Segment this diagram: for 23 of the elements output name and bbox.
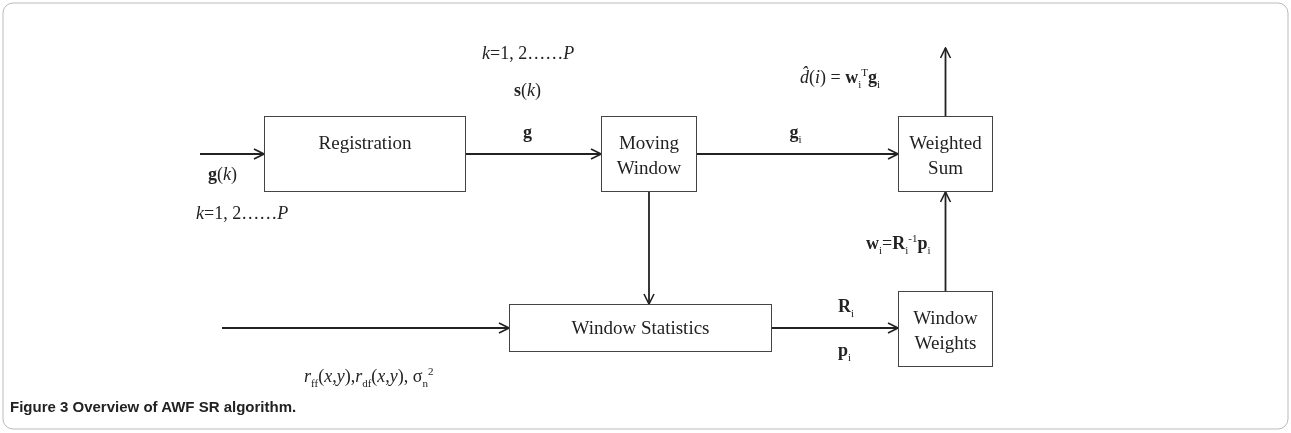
math-label: R$_{i}$ [838, 296, 855, 320]
arrow [939, 191, 952, 292]
arrow [221, 322, 510, 334]
math-label: s(k) [514, 80, 541, 102]
process-box: Moving Window [601, 116, 697, 192]
math-label: k=1, 2……P [482, 43, 575, 65]
arrow [939, 47, 952, 117]
math-label: g(k) [208, 164, 237, 186]
figure-caption: Figure 3 Overview of AWF SR algorithm. [10, 398, 297, 415]
math-label: d̂(i) = w$_{i}$$^{T}$g$_{i}$ [800, 66, 881, 91]
arrow [771, 322, 899, 334]
arrow [199, 148, 265, 160]
process-box: Registration [264, 116, 466, 192]
math-label: p$_{i}$ [838, 340, 852, 364]
math-label: g [523, 122, 532, 144]
arrow [696, 148, 899, 160]
process-box: Weighted Sum [898, 116, 993, 192]
arrow [465, 148, 602, 160]
math-label: w$_{i}$=R$_{i}$$^{-1}$p$_{i}$ [866, 232, 931, 257]
arrow [643, 191, 655, 305]
math-label: k=1, 2……P [196, 203, 289, 225]
process-box: Window Weights [898, 291, 993, 367]
process-box: Window Statistics [509, 304, 772, 352]
